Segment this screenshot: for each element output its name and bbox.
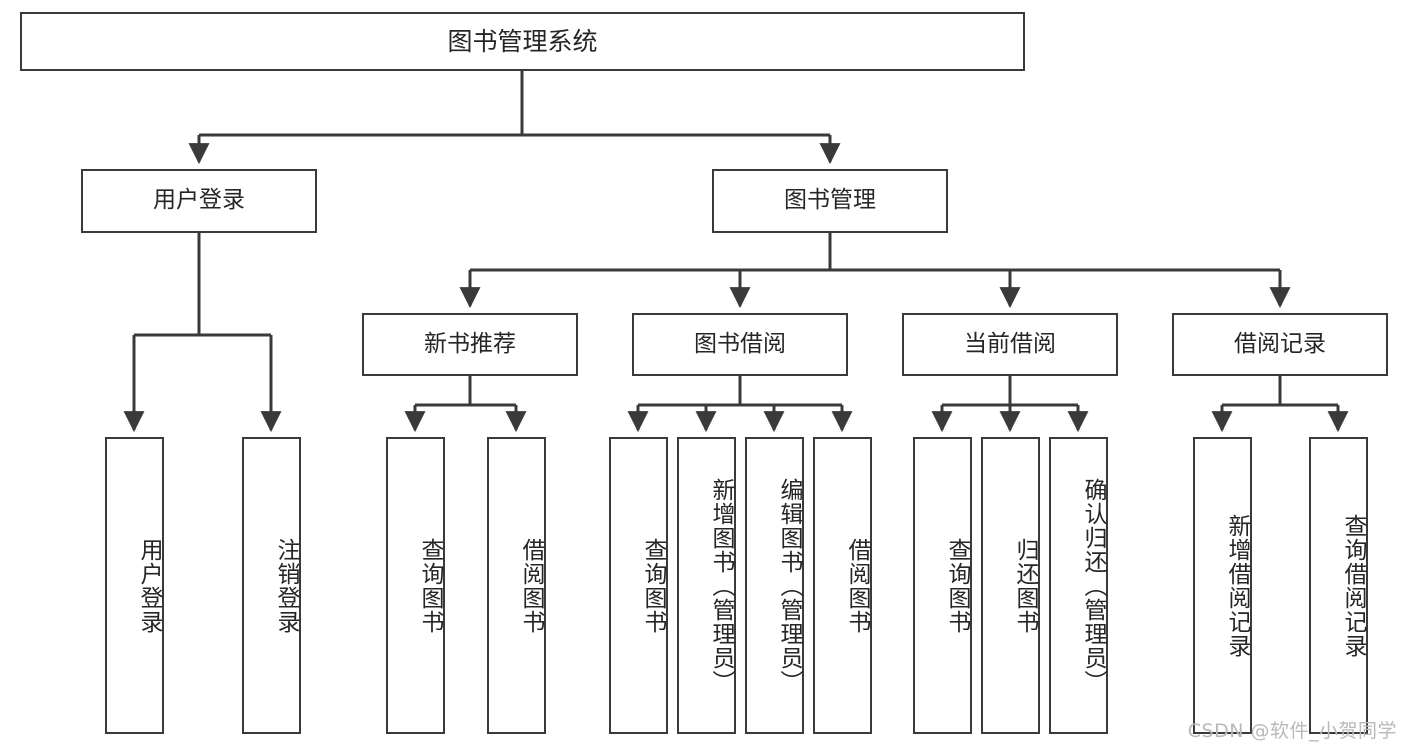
node-borrow-record-label: 借阅记录 [1234, 330, 1326, 357]
leaf-book-borrow-edit-book-admin[interactable]: 编辑图书（管理员） [745, 437, 804, 734]
leaf-new-book-query-book[interactable]: 查询图书 [386, 437, 445, 734]
node-current-borrow[interactable]: 当前借阅 [902, 313, 1118, 376]
leaf-label: 查询图书 [944, 537, 970, 634]
node-new-book-recommend-label: 新书推荐 [424, 330, 516, 357]
leaf-borrow-record-query-record[interactable]: 查询借阅记录 [1309, 437, 1368, 734]
leaf-current-borrow-confirm-return-admin[interactable]: 确认归还（管理员） [1049, 437, 1108, 734]
leaf-label: 编辑图书（管理员） [776, 477, 802, 694]
node-book-borrow-label: 图书借阅 [694, 330, 786, 357]
leaf-label: 查询图书 [640, 537, 666, 634]
leaf-label: 用户登录 [136, 537, 162, 634]
csdn-watermark: CSDN @软件_小贺同学 [1187, 720, 1397, 742]
node-book-management-label: 图书管理 [784, 187, 876, 214]
node-user-login[interactable]: 用户登录 [81, 169, 317, 233]
leaf-book-borrow-add-book-admin[interactable]: 新增图书（管理员） [677, 437, 736, 734]
leaf-borrow-record-add-record[interactable]: 新增借阅记录 [1193, 437, 1252, 734]
leaf-label: 借阅图书 [518, 537, 544, 634]
leaf-label: 注销登录 [273, 537, 299, 634]
node-user-login-label: 用户登录 [153, 187, 245, 214]
node-borrow-record[interactable]: 借阅记录 [1172, 313, 1388, 376]
leaf-label: 查询图书 [417, 537, 443, 634]
leaf-new-book-borrow-book[interactable]: 借阅图书 [487, 437, 546, 734]
node-new-book-recommend[interactable]: 新书推荐 [362, 313, 578, 376]
leaf-label: 借阅图书 [844, 537, 870, 634]
leaf-current-borrow-query-book[interactable]: 查询图书 [913, 437, 972, 734]
leaf-label: 新增借阅记录 [1224, 513, 1250, 658]
leaf-label: 新增图书（管理员） [708, 477, 734, 694]
leaf-label: 确认归还（管理员） [1080, 477, 1106, 694]
leaf-current-borrow-return-book[interactable]: 归还图书 [981, 437, 1040, 734]
node-book-management[interactable]: 图书管理 [712, 169, 948, 233]
leaf-user-login-logout[interactable]: 注销登录 [242, 437, 301, 734]
leaf-label: 查询借阅记录 [1340, 513, 1366, 658]
leaf-book-borrow-borrow-book[interactable]: 借阅图书 [813, 437, 872, 734]
leaf-user-login-login[interactable]: 用户登录 [105, 437, 164, 734]
node-root-book-management-system[interactable]: 图书管理系统 [20, 12, 1025, 71]
node-root-label: 图书管理系统 [447, 26, 598, 56]
leaf-label: 归还图书 [1012, 537, 1038, 634]
node-current-borrow-label: 当前借阅 [964, 330, 1056, 357]
leaf-book-borrow-query-book[interactable]: 查询图书 [609, 437, 668, 734]
node-book-borrow[interactable]: 图书借阅 [632, 313, 848, 376]
